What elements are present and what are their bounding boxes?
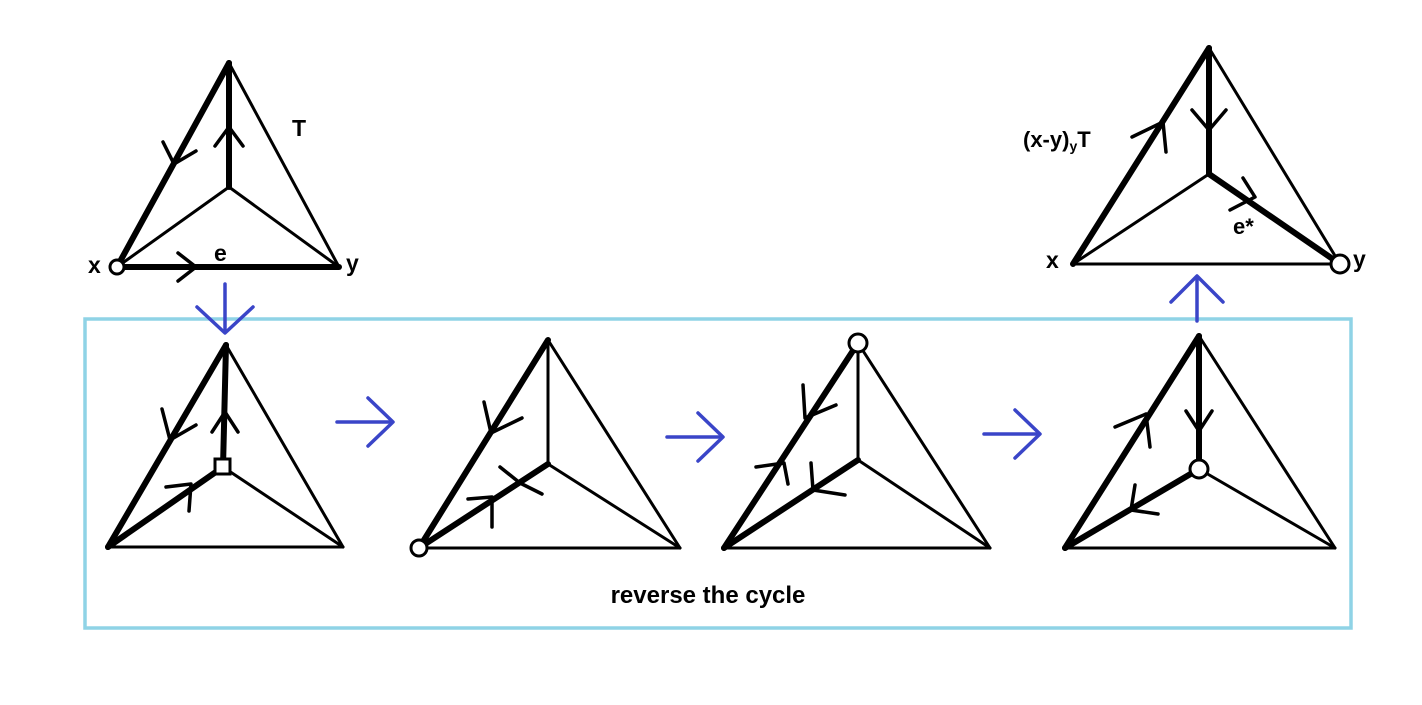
diagram-step-4	[1062, 333, 1337, 551]
label-y: y	[1353, 246, 1366, 272]
label-result-tree-subscript: y	[1069, 138, 1077, 154]
diagram-step-3	[721, 332, 992, 551]
label-result-tree-main: (x-y)	[1023, 127, 1069, 152]
arrowhead-lower-branch-1	[466, 495, 494, 529]
active-vertex-marker	[409, 538, 429, 558]
diagram-step-1	[105, 342, 345, 550]
active-vertex-marker	[1188, 458, 1210, 480]
flow-arrow-up	[1169, 274, 1225, 323]
arrowhead-center-down	[1190, 108, 1228, 132]
arrowhead-center-up	[213, 125, 245, 148]
arrowhead-lower-branch	[1129, 483, 1160, 516]
arrowhead-left-edge	[160, 407, 198, 442]
arrowhead-center-down	[1184, 409, 1214, 433]
label-e-star: e*	[1233, 214, 1254, 239]
label-T: T	[292, 115, 306, 141]
active-vertex-marker	[847, 332, 869, 354]
label-result-tree: (x-y)yT	[1023, 127, 1091, 154]
arrowhead-left-edge	[1113, 412, 1152, 449]
arrowhead-left-edge-upper	[801, 383, 838, 420]
arrowhead-left-edge	[1130, 120, 1168, 154]
flow-arrow-right-1	[335, 396, 395, 448]
diagram-result-tree: (x-y)yT x y e*	[1023, 45, 1366, 275]
caption-reverse-the-cycle: reverse the cycle	[611, 582, 806, 609]
flow-arrow-down	[195, 282, 255, 335]
active-vertex-marker	[213, 457, 232, 476]
flow-arrow-right-2	[665, 411, 725, 463]
diagram-step-2	[409, 337, 682, 558]
arrowhead-edge-e-star	[1228, 176, 1257, 212]
arrowhead-lower-branch-2	[498, 465, 544, 496]
label-e: e	[214, 240, 227, 266]
arrowhead-left-edge	[161, 140, 198, 166]
label-x: x	[1046, 247, 1059, 273]
arrowhead-lower-branch	[164, 482, 193, 513]
diagram-initial-tree: T x y e	[88, 60, 359, 283]
arrowhead-lower-branch	[809, 461, 847, 497]
vertex-x-marker	[108, 258, 126, 276]
arrowhead-left-edge	[482, 400, 524, 435]
label-y: y	[346, 250, 359, 276]
cycle-frame	[83, 317, 1353, 630]
vertex-y-marker	[1329, 253, 1351, 275]
arrowhead-center-up	[210, 410, 240, 434]
arrowhead-left-edge-lower	[754, 461, 790, 486]
label-result-tree-suffix: T	[1077, 127, 1091, 152]
label-x: x	[88, 252, 101, 278]
flow-arrow-right-3	[982, 408, 1042, 460]
arrowhead-edge-e	[176, 251, 198, 283]
